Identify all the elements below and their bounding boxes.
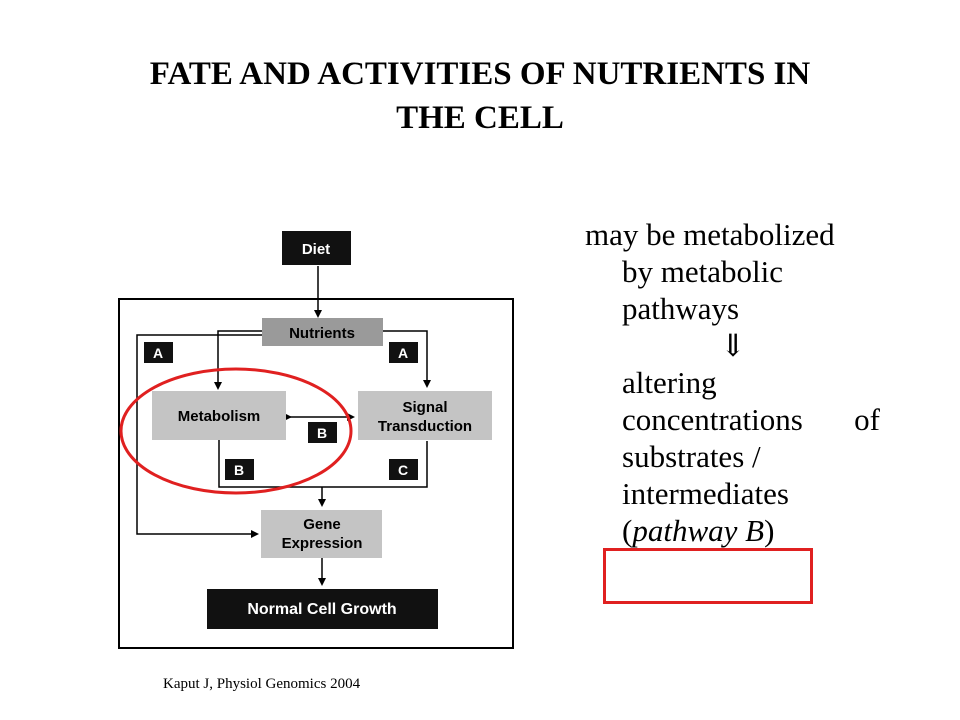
pathway-b-highlight-box [603,548,813,604]
tag-b-bottom [225,459,254,480]
tag-b-middle [308,422,337,443]
body-line-1: may be metabolized [585,217,835,252]
tag-c-bottom-label: C [398,462,408,478]
pathway-b-italic: pathway B [632,513,765,548]
body-line-5: concentrations of [585,401,895,438]
body-line-7: intermediates [622,476,789,511]
down-arrow-icon: ⇓ [720,328,746,363]
diagram-connectors [136,266,431,586]
body-line-5-word-a: concentrations [622,402,803,437]
body-line-5-justified: concentrations of [622,401,880,438]
body-line-3: pathways [622,291,740,326]
body-line-8: (pathway B) [585,512,895,549]
metabolism-box [152,391,286,440]
tag-a-left [144,342,173,363]
body-line-6: substrates / [622,439,761,474]
diet-label: Diet [302,241,330,258]
metabolism-to-gene-line [218,440,428,488]
signal-transduction-box [358,391,492,440]
growth-label: Normal Cell Growth [247,601,396,618]
gene-expression-box [261,510,382,558]
nutrients-box [262,318,383,346]
signal-label-line1: Signal [402,399,447,416]
body-line-4: altering [622,365,717,400]
title-line-1: FATE AND ACTIVITIES OF NUTRIENTS IN [149,56,811,92]
signal-label-line2: Transduction [378,418,472,435]
body-line-5-word-b: of [854,402,880,437]
nutrients-to-signal-arrow [383,330,431,388]
tag-b-middle-label: B [317,425,327,441]
diet-box [282,231,351,265]
body-line-2: by metabolic [622,254,783,289]
gene-label-line1: Gene [303,516,341,533]
slide-body-text: may be metabolized by metabolic pathways… [585,216,895,549]
tag-b-bottom-label: B [234,462,244,478]
title-line-2: THE CELL [396,100,564,136]
nutrients-label: Nutrients [289,325,355,342]
paren-open: ( [622,513,633,548]
metabolism-highlight-ellipse [119,367,353,495]
slide-title: FATE AND ACTIVITIES OF NUTRIENTS IN THE … [60,52,900,140]
gene-label-line2: Expression [282,535,363,552]
citation: Kaput J, Physiol Genomics 2004 [163,676,361,692]
nutrients-to-gene-arrow [136,334,262,538]
metabolism-label: Metabolism [178,408,261,425]
paren-close: ) [764,513,775,548]
tag-a-right [389,342,418,363]
tag-a-right-label: A [398,345,408,361]
normal-cell-growth-box [207,589,438,629]
tag-a-left-label: A [153,345,163,361]
tag-c-bottom [389,459,418,480]
